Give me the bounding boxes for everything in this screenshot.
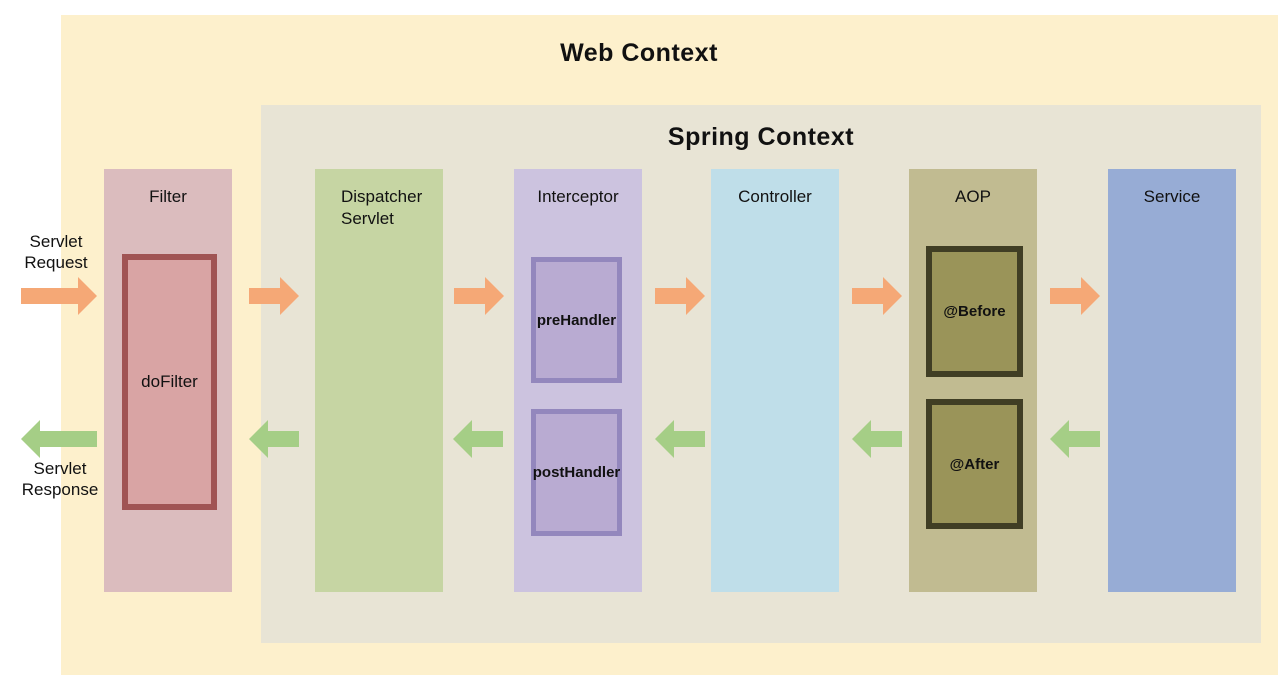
prehandler-box: preHandler [531, 257, 622, 383]
response-arrow-icon [249, 420, 299, 458]
dofilter-label: doFilter [141, 372, 198, 391]
posthandler-box: postHandler [531, 409, 622, 536]
response-arrow-icon [1050, 420, 1100, 458]
dofilter-box: doFilter [122, 254, 217, 510]
response-arrow-icon [21, 420, 97, 458]
servlet-request-label: Servlet Request [24, 232, 88, 272]
before-advice-label: @Before [943, 303, 1006, 320]
request-arrow-icon [852, 277, 902, 315]
response-arrow-icon [655, 420, 705, 458]
request-arrow-icon [655, 277, 705, 315]
aop-column: AOP @Before @After [909, 169, 1037, 592]
aop-column-label: AOP [955, 187, 991, 206]
posthandler-label: postHandler [532, 464, 621, 481]
request-arrow-icon [454, 277, 504, 315]
spring-context-title: Spring Context [667, 123, 855, 151]
after-advice-label: @After [949, 455, 1000, 473]
controller-column-label: Controller [738, 187, 812, 206]
filter-column: Filter doFilter [104, 169, 232, 592]
controller-column: Controller [711, 169, 839, 592]
response-arrow-icon [453, 420, 503, 458]
dispatcher-servlet-column: Dispatcher Servlet [315, 169, 443, 592]
request-arrow-icon [21, 277, 97, 315]
web-context-container: Filter doFilter Spring Context Dispatche… [61, 15, 1278, 675]
interceptor-column-label: Interceptor [537, 187, 619, 206]
after-advice-box: @After [926, 399, 1023, 529]
dispatcher-servlet-column-label: Dispatcher Servlet [341, 187, 423, 228]
service-column-label: Service [1143, 187, 1201, 206]
request-arrow-icon [1050, 277, 1100, 315]
service-column: Service [1108, 169, 1236, 592]
response-arrow-icon [852, 420, 902, 458]
before-advice-box: @Before [926, 246, 1023, 377]
request-arrow-icon [249, 277, 299, 315]
prehandler-label: preHandler [536, 311, 617, 329]
web-context-title: Web Context [560, 39, 718, 67]
interceptor-column: Interceptor preHandler postHandler [514, 169, 642, 592]
filter-column-label: Filter [149, 187, 187, 206]
spring-context-container: Spring Context Dispatcher Servlet Interc… [261, 105, 1261, 643]
servlet-response-label: Servlet Response [21, 459, 99, 499]
